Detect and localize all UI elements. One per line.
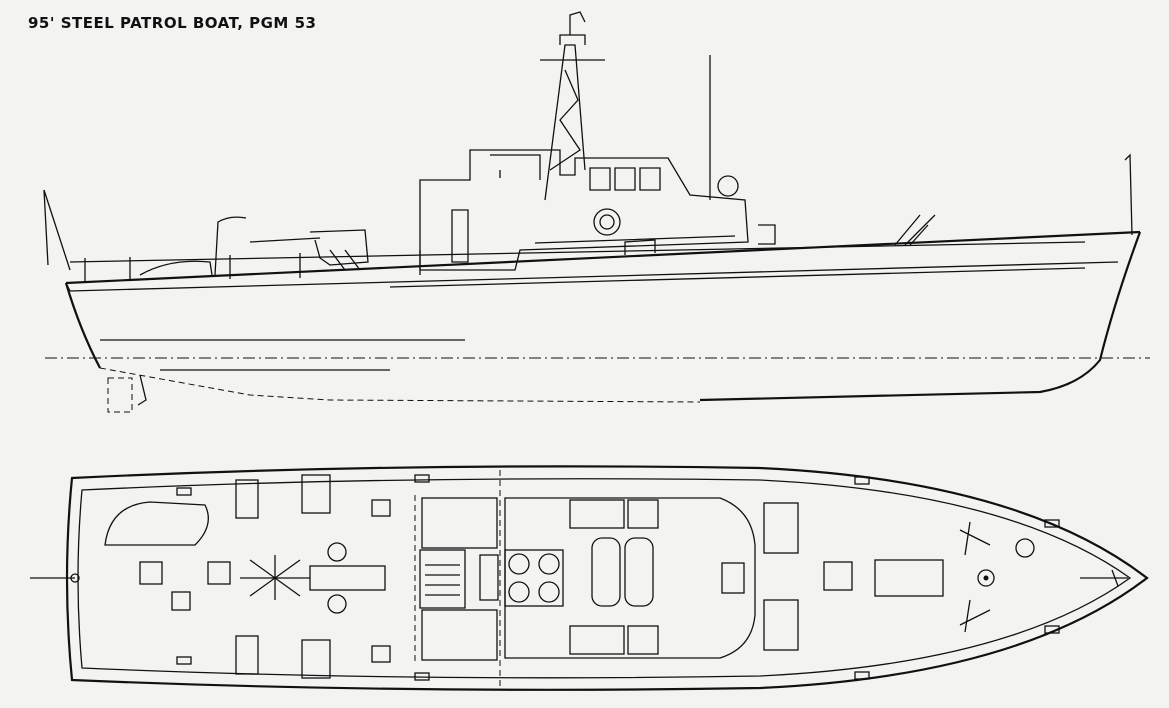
plan-view: [30, 465, 1149, 691]
hull-profile: [43, 153, 1150, 413]
deck-gun: [139, 216, 369, 276]
deck-railing: [69, 214, 1086, 282]
stern-boat: [104, 501, 209, 546]
drawing-title: 95' STEEL PATROL BOAT, PGM 53: [28, 14, 317, 32]
hatches: [139, 474, 944, 679]
bitts: [176, 474, 1060, 681]
deckhouse-plan: [419, 497, 756, 661]
deck-gun-plan: [240, 542, 386, 614]
profile-view: [43, 11, 1150, 413]
hull-plan: [30, 465, 1149, 691]
deckhouse: [389, 149, 1086, 288]
bow-fittings: [959, 521, 1128, 633]
mast: [540, 11, 711, 201]
